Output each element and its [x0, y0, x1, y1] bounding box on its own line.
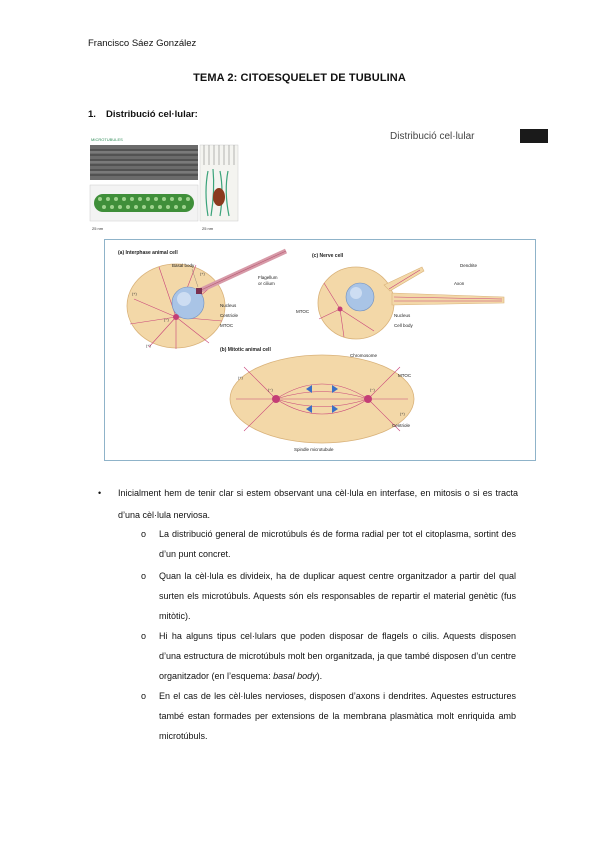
- label-mtoc-b: MTOC: [398, 373, 412, 378]
- minus-mark: (−): [164, 318, 169, 322]
- label-mtoc-a: MTOC: [220, 323, 234, 328]
- sub-item: o Quan la cèl·lula es divideix, ha de du…: [141, 566, 516, 626]
- sub-item: o Hi ha alguns tipus cel·lulars que pode…: [141, 626, 516, 686]
- label-spindle: Spindle microtubule: [294, 447, 334, 452]
- sub-item-text: Hi ha alguns tipus cel·lulars que poden …: [159, 626, 516, 686]
- minus-mark: (−): [370, 388, 375, 392]
- sub-item-text: En el cas de les cèl·lules nervioses, di…: [159, 691, 516, 741]
- sub-marker: o: [141, 529, 147, 539]
- page-title: TEMA 2: CITOESQUELET DE TUBULINA: [193, 72, 406, 84]
- sub-text-italic: basal body: [273, 671, 317, 681]
- section-label: Distribució cel·lular:: [106, 109, 198, 120]
- label-chromosome: Chromosome: [350, 353, 378, 358]
- sub-item-text: Quan la cèl·lula es divideix, ha de dupl…: [159, 571, 516, 621]
- panel-a-title: (a) Interphase animal cell: [118, 250, 178, 256]
- partial-slide-text: Distribució cel·lular: [390, 131, 475, 142]
- plus-mark: (+): [238, 376, 243, 380]
- sub-item-text: La distribució general de microtúbuls és…: [159, 529, 516, 559]
- micrograph-label: MICROTUBULES: [91, 137, 123, 142]
- label-dendrite: Dendrite: [460, 263, 478, 268]
- plus-mark: (+): [146, 344, 151, 348]
- plus-mark: (+): [200, 272, 205, 276]
- label-cell-body: Cell body: [394, 323, 414, 328]
- author-name: Francisco Sáez González: [88, 38, 197, 49]
- scale-left: 25 nm: [92, 226, 104, 231]
- section-number: 1.: [88, 109, 96, 120]
- sub-item: o En el cas de les cèl·lules nervioses, …: [141, 686, 516, 746]
- label-mtoc-c: MTOC: [296, 309, 310, 314]
- plus-mark: (+): [400, 412, 405, 416]
- sub-marker: o: [141, 631, 147, 641]
- label-centriole-b: Centriole: [392, 423, 411, 428]
- sub-marker: o: [141, 571, 147, 581]
- section-heading: 1. Distribució cel·lular:: [88, 109, 198, 120]
- label-flagellum: Flagellum: [258, 275, 278, 280]
- label-centriole-a: Centriole: [220, 313, 239, 318]
- panel-c-title: (c) Nerve cell: [312, 253, 344, 259]
- bullet-text: Inicialment hem de tenir clar si estem o…: [118, 488, 518, 520]
- sub-text-before: Hi ha alguns tipus cel·lulars que poden …: [159, 631, 516, 681]
- microtubule-micrograph-figure: MICROTUBULES 25 nm 25 nm: [88, 131, 240, 236]
- label-basal-body: Basal body: [172, 263, 195, 268]
- label-nucleus-a: Nucleus: [220, 303, 237, 308]
- sub-marker: o: [141, 691, 147, 701]
- bullet-marker: •: [98, 488, 102, 498]
- label-nucleus-c: Nucleus: [394, 313, 411, 318]
- label-flagellum-2: or cilium: [258, 281, 275, 286]
- plus-mark: (+): [132, 292, 137, 296]
- scale-right: 25 nm: [202, 226, 214, 231]
- cell-microtubule-diagram: (a) Interphase animal cell Basal body Fl…: [104, 239, 536, 461]
- minus-mark: (−): [268, 388, 273, 392]
- sub-text-after: ).: [316, 671, 323, 681]
- partial-slide-heading: Distribució cel·lular: [390, 129, 548, 143]
- bullet-paragraph: • Inicialment hem de tenir clar si estem…: [98, 482, 518, 526]
- panel-b-title: (b) Mitotic animal cell: [220, 347, 271, 353]
- sub-item: o La distribució general de microtúbuls …: [141, 524, 516, 564]
- label-axon: Axon: [454, 281, 465, 286]
